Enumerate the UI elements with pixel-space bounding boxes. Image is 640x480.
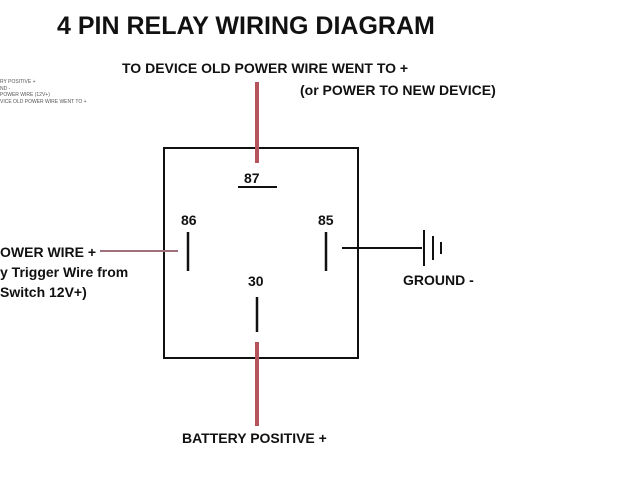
left-label-line3: Switch 12V+) xyxy=(0,284,87,300)
legend-line: VICE OLD POWER WIRE WENT TO + xyxy=(0,98,87,105)
relay-box xyxy=(163,147,359,359)
ground-label: GROUND - xyxy=(403,272,474,288)
left-label-line2: y Trigger Wire from xyxy=(0,264,129,280)
legend-line: ND - xyxy=(0,85,11,92)
pin-86-label: 86 xyxy=(181,212,197,228)
ground-icon xyxy=(423,230,442,266)
pin-30-label: 30 xyxy=(248,273,264,289)
left-label-line1: OWER WIRE + xyxy=(0,244,97,260)
pin-87-label: 87 xyxy=(244,170,260,186)
top-label-sub: (or POWER TO NEW DEVICE) xyxy=(300,82,496,98)
bottom-label: BATTERY POSITIVE + xyxy=(182,430,327,446)
legend-line: POWER WIRE (12V+) xyxy=(0,92,50,98)
legend-line: RY POSITIVE + xyxy=(0,79,36,85)
page-title: 4 PIN RELAY WIRING DIAGRAM xyxy=(57,12,435,40)
legend-fragment: RY POSITIVE + ND - POWER WIRE (12V+) VIC… xyxy=(0,79,87,105)
pin-85-label: 85 xyxy=(318,212,334,228)
top-label: TO DEVICE OLD POWER WIRE WENT TO + xyxy=(122,60,409,76)
